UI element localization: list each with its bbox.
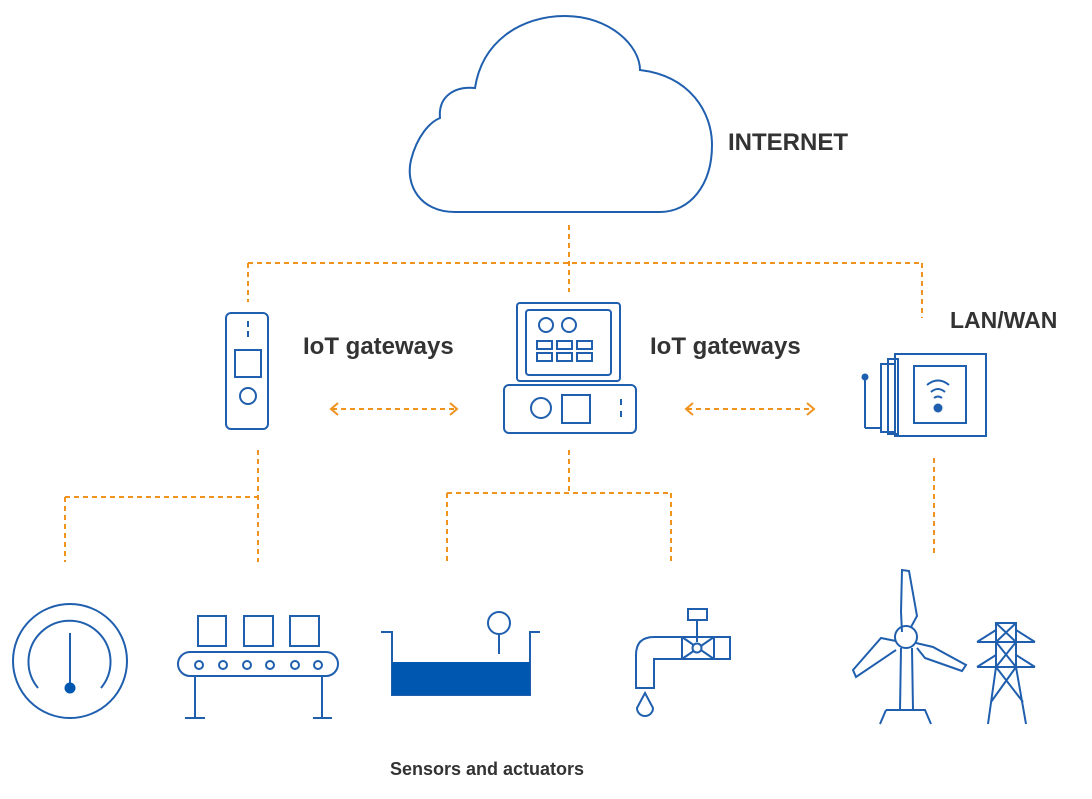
valve-faucet-icon xyxy=(635,608,731,717)
cloud-icon xyxy=(408,14,714,213)
gateways-label-left: IoT gateways xyxy=(303,333,454,360)
conveyor-icon xyxy=(177,615,339,719)
gateway-link-left xyxy=(329,402,459,416)
internet-connectors xyxy=(247,225,923,318)
wireless-gateway-icon xyxy=(861,353,987,437)
power-pylon-icon xyxy=(976,622,1036,725)
tank-icon xyxy=(381,611,540,696)
internet-label: INTERNET xyxy=(728,129,848,156)
sensor-connectors xyxy=(64,450,935,562)
gauge-icon xyxy=(12,603,128,719)
sensors-label: Sensors and actuators xyxy=(390,759,585,779)
gateways-label-right: IoT gateways xyxy=(650,333,801,360)
lan-wan-label: LAN/WAN xyxy=(950,307,1058,333)
handheld-gateway-icon xyxy=(225,312,269,430)
wind-turbine-icon xyxy=(851,568,968,725)
gateway-link-right xyxy=(684,402,816,416)
desktop-gateway-icon xyxy=(503,302,637,434)
